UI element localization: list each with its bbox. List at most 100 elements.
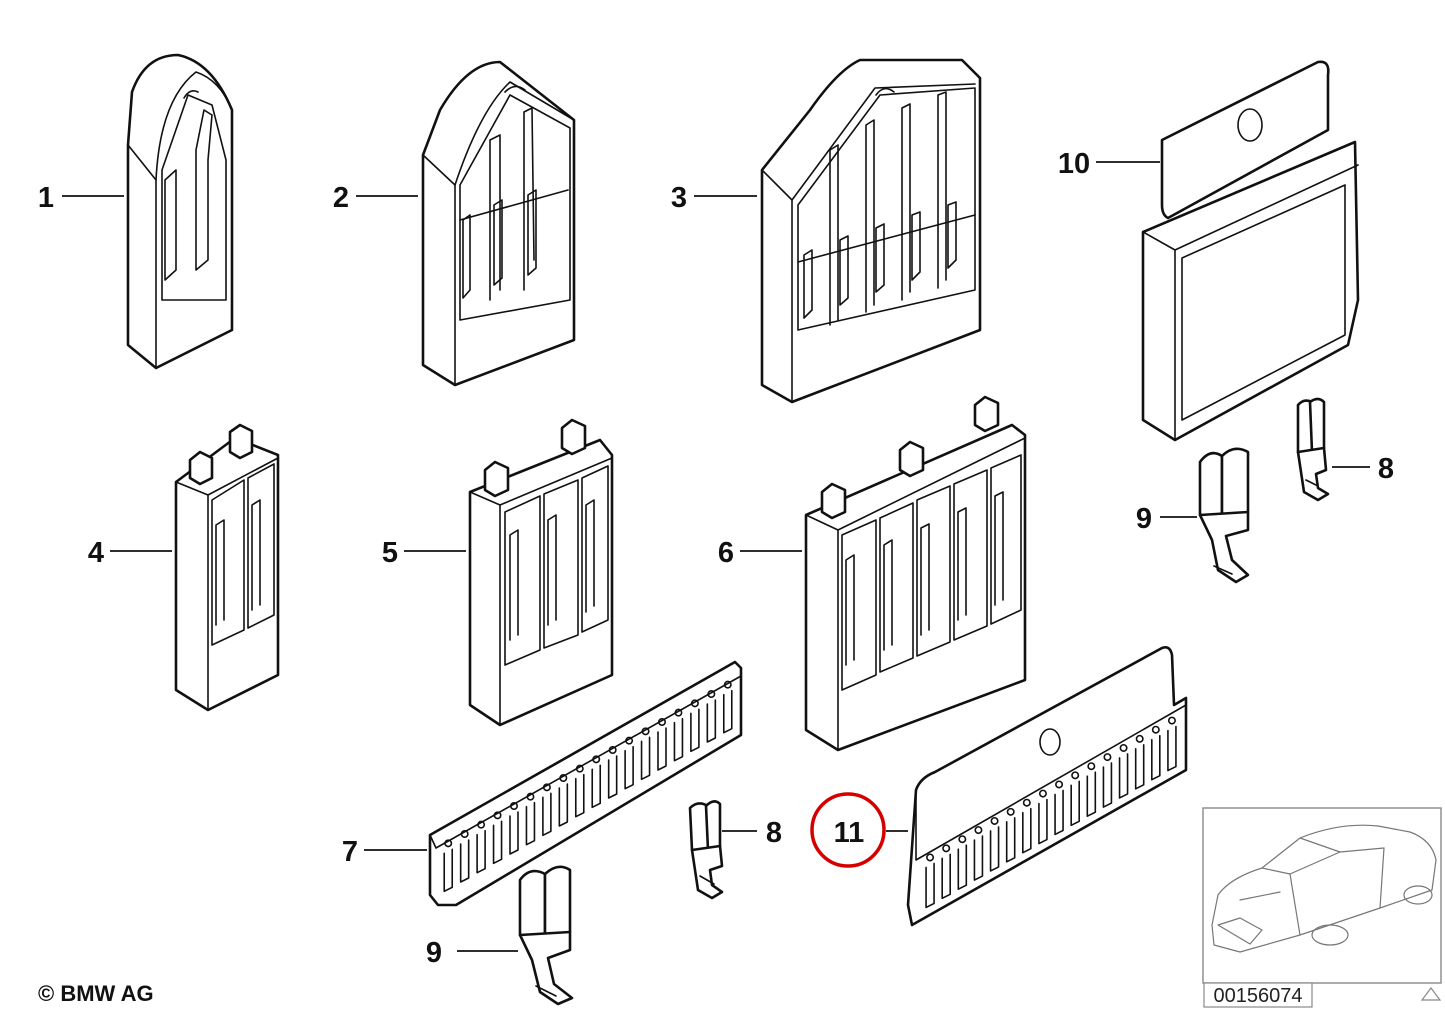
comb-hole xyxy=(974,826,983,835)
comb-tooth xyxy=(574,773,585,818)
callout-10[interactable]: 10 xyxy=(1058,148,1090,180)
comb-hole xyxy=(509,801,518,810)
comb-hole xyxy=(559,773,568,782)
part-3-connector-housing[interactable] xyxy=(760,58,982,404)
comb-tooth xyxy=(607,755,618,799)
callout-5[interactable]: 5 xyxy=(382,537,398,569)
comb-hole xyxy=(674,708,683,717)
comb-tooth xyxy=(941,853,951,900)
part-6-connector-housing[interactable] xyxy=(804,395,1027,752)
diagram-number: 00156074 xyxy=(1214,985,1303,1007)
part-2-connector-housing[interactable] xyxy=(421,60,576,387)
callout-8-upper[interactable]: 8 xyxy=(1378,453,1394,485)
comb-hole xyxy=(958,835,967,844)
comb-tooth xyxy=(657,727,667,771)
part-11-contact-bridge[interactable] xyxy=(906,646,1188,927)
comb-tooth xyxy=(525,801,536,846)
comb-tooth xyxy=(591,764,602,809)
callout-3[interactable]: 3 xyxy=(671,182,687,214)
comb-hole xyxy=(1006,807,1015,816)
comb-tooth xyxy=(973,835,984,881)
callout-9-lower[interactable]: 9 xyxy=(426,937,442,969)
comb-tooth xyxy=(690,708,700,753)
comb-hole xyxy=(641,727,650,736)
vehicle-thumbnail[interactable]: 00156074 xyxy=(1202,807,1442,1008)
comb-hole xyxy=(1087,762,1096,771)
comb-hole xyxy=(990,816,999,825)
callout-1[interactable]: 1 xyxy=(38,182,54,214)
part-9-terminal-lower[interactable] xyxy=(518,865,574,1006)
part-7-contact-bridge[interactable] xyxy=(428,660,743,907)
part-9-terminal-upper[interactable] xyxy=(1198,447,1250,584)
callout-labels: 1 2 3 10 4 5 6 8 9 7 8 11 9 xyxy=(38,148,1394,969)
callout-2[interactable]: 2 xyxy=(333,182,349,214)
comb-hole xyxy=(1022,798,1031,807)
triangle-icon xyxy=(1420,987,1442,1001)
comb-hole xyxy=(1151,725,1160,734)
comb-tooth xyxy=(1167,725,1177,772)
comb-hole xyxy=(690,699,699,708)
comb-tooth xyxy=(1086,771,1097,817)
highlight-circle xyxy=(810,792,886,868)
comb-tooth xyxy=(459,839,470,883)
comb-hole xyxy=(707,689,716,698)
callout-8-lower[interactable]: 8 xyxy=(766,817,782,849)
car-outline-icon xyxy=(1211,824,1437,953)
comb-tooth xyxy=(989,826,1000,872)
comb-hole xyxy=(1119,743,1128,752)
comb-hole xyxy=(542,783,551,792)
comb-hole xyxy=(625,736,634,745)
comb-hole xyxy=(608,745,617,754)
comb-tooth xyxy=(1022,807,1032,854)
comb-tooth xyxy=(706,699,717,743)
comb-tooth xyxy=(1151,734,1161,781)
comb-hole xyxy=(477,820,486,829)
callout-6[interactable]: 6 xyxy=(718,537,734,569)
comb-tooth xyxy=(1005,817,1016,863)
comb-tooth xyxy=(1038,798,1048,845)
part-10-protective-cover[interactable] xyxy=(1141,60,1360,442)
comb-hole xyxy=(575,764,584,773)
comb-tooth xyxy=(1134,744,1145,790)
leader-lines xyxy=(62,161,1370,952)
comb-hole xyxy=(926,853,935,862)
comb-tooth xyxy=(640,736,651,781)
comb-tooth xyxy=(476,829,486,874)
callout-11[interactable]: 11 xyxy=(834,817,865,849)
comb-hole xyxy=(460,829,469,838)
comb-hole xyxy=(1055,780,1064,789)
comb-hole xyxy=(1135,734,1144,743)
comb-tooth xyxy=(558,783,569,827)
comb-hole xyxy=(1071,771,1080,780)
comb-tooth xyxy=(957,844,968,890)
callout-4[interactable]: 4 xyxy=(88,537,104,569)
comb-hole xyxy=(1038,789,1047,798)
callout-9-upper[interactable]: 9 xyxy=(1136,503,1152,535)
comb-tooth xyxy=(1102,762,1113,808)
comb-tooth xyxy=(624,745,634,790)
comb-hole xyxy=(1167,716,1176,725)
comb-hole xyxy=(493,811,502,820)
copyright-label: © BMW AG xyxy=(38,981,154,1006)
comb-tooth xyxy=(492,820,503,865)
callout-7[interactable]: 7 xyxy=(342,836,358,868)
comb-tooth xyxy=(1054,789,1064,836)
part-1-connector-housing[interactable] xyxy=(126,53,234,370)
comb-hole xyxy=(723,680,732,689)
comb-hole xyxy=(657,717,666,726)
part-8-terminal-lower[interactable] xyxy=(688,800,724,900)
comb-hole xyxy=(592,755,601,764)
comb-hole xyxy=(1103,753,1112,762)
comb-hole xyxy=(444,839,453,848)
part-5-connector-housing[interactable] xyxy=(468,418,614,727)
comb-tooth xyxy=(673,717,684,762)
comb-tooth xyxy=(722,689,733,734)
part-4-connector-housing[interactable] xyxy=(174,423,280,712)
comb-tooth xyxy=(509,811,519,855)
part-8-terminal-upper[interactable] xyxy=(1296,397,1330,502)
comb-tooth xyxy=(1118,753,1129,799)
comb-tooth xyxy=(443,848,454,893)
comb-tooth xyxy=(1070,780,1080,827)
comb-tooth xyxy=(542,792,552,837)
